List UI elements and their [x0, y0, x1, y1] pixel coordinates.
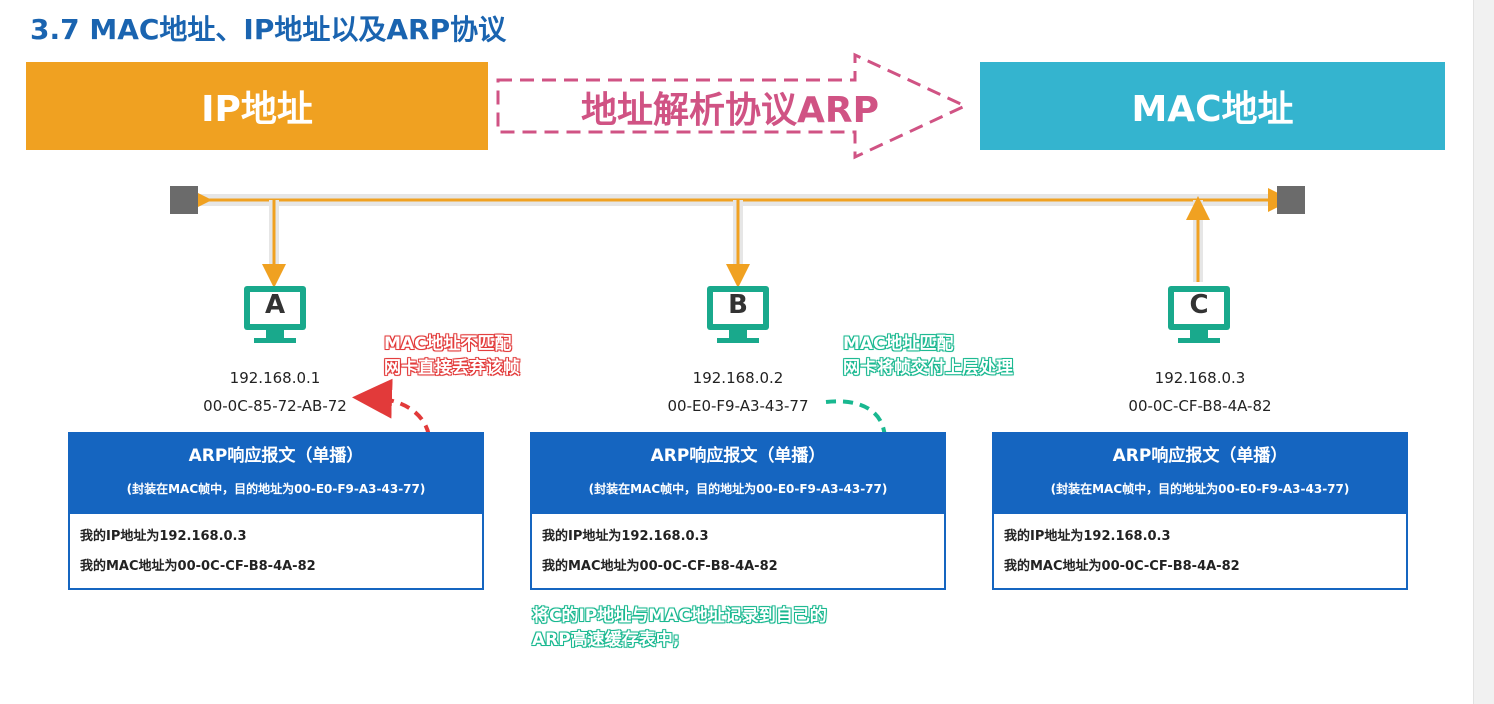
- arp-reply-packet-a: ARP响应报文（单播） (封装在MAC帧中，目的地址为00-E0-F9-A3-4…: [68, 432, 484, 590]
- packet-subtitle: (封装在MAC帧中，目的地址为00-E0-F9-A3-43-77): [126, 482, 426, 496]
- arp-protocol-label: 地址解析协议ARP: [581, 90, 879, 131]
- packet-mac-line: 我的MAC地址为00-0C-CF-B8-4A-82: [542, 559, 778, 574]
- host-c-ip: 192.168.0.3: [1154, 369, 1246, 387]
- packet-title: ARP响应报文（单播）: [650, 446, 826, 466]
- host-letter-c: C: [1189, 290, 1209, 320]
- host-c-mac: 00-0C-CF-B8-4A-82: [1128, 397, 1272, 415]
- mismatch-note-line1: MAC地址不匹配: [384, 334, 512, 354]
- ip-address-band: IP地址: [26, 62, 488, 150]
- host-a-mac: 00-0C-85-72-AB-72: [203, 397, 347, 415]
- packet-ip-line: 我的IP地址为192.168.0.3: [80, 529, 247, 544]
- host-a-ip: 192.168.0.1: [229, 369, 321, 387]
- scrollbar-track[interactable]: [1473, 0, 1494, 704]
- mac-address-label: MAC地址: [1131, 89, 1294, 130]
- packet-subtitle: (封装在MAC帧中，目的地址为00-E0-F9-A3-43-77): [1050, 482, 1350, 496]
- monitor-icon-c: [1168, 286, 1230, 343]
- packet-body: 我的IP地址为192.168.0.3 我的MAC地址为00-0C-CF-B8-4…: [994, 514, 1406, 590]
- packet-mac-line: 我的MAC地址为00-0C-CF-B8-4A-82: [1004, 559, 1240, 574]
- arp-reply-packet-c: ARP响应报文（单播） (封装在MAC帧中，目的地址为00-E0-F9-A3-4…: [992, 432, 1408, 590]
- arp-reply-packet-b: ARP响应报文（单播） (封装在MAC帧中，目的地址为00-E0-F9-A3-4…: [530, 432, 946, 590]
- page-title: 3.7 MAC地址、IP地址以及ARP协议: [30, 13, 507, 46]
- mismatch-note-line2: 网卡直接丢弃该帧: [384, 358, 520, 378]
- mismatch-note: MAC地址不匹配 网卡直接丢弃该帧: [384, 332, 520, 380]
- cache-record-note-line1: 将C的IP地址与MAC地址记录到自己的: [532, 606, 827, 626]
- packet-header: ARP响应报文（单播） (封装在MAC帧中，目的地址为00-E0-F9-A3-4…: [532, 434, 944, 514]
- packet-title: ARP响应报文（单播）: [1112, 446, 1288, 466]
- cache-record-note-line2: ARP高速缓存表中;: [532, 630, 680, 650]
- packet-body: 我的IP地址为192.168.0.3 我的MAC地址为00-0C-CF-B8-4…: [70, 514, 482, 590]
- host-b-ip: 192.168.0.2: [692, 369, 784, 387]
- packet-header: ARP响应报文（单播） (封装在MAC帧中，目的地址为00-E0-F9-A3-4…: [70, 434, 482, 514]
- host-letter-a: A: [264, 290, 286, 320]
- bus-terminator-right: [1277, 186, 1305, 214]
- packet-header: ARP响应报文（单播） (封装在MAC帧中，目的地址为00-E0-F9-A3-4…: [994, 434, 1406, 514]
- mac-address-band: MAC地址: [980, 62, 1445, 150]
- match-note-line1: MAC地址匹配: [843, 334, 954, 354]
- arp-dashed-arrow: [496, 52, 969, 160]
- host-letter-b: B: [728, 290, 748, 320]
- packet-title: ARP响应报文（单播）: [188, 446, 364, 466]
- monitor-icon-a: [244, 286, 306, 343]
- packet-ip-line: 我的IP地址为192.168.0.3: [1004, 529, 1171, 544]
- match-note: MAC地址匹配 网卡将帧交付上层处理: [843, 332, 1013, 380]
- packet-subtitle: (封装在MAC帧中，目的地址为00-E0-F9-A3-43-77): [588, 482, 888, 496]
- monitor-icon-b: [707, 286, 769, 343]
- bus-terminator-left: [170, 186, 198, 214]
- host-b-mac: 00-E0-F9-A3-43-77: [667, 397, 809, 415]
- mismatch-curve-arrow: [352, 378, 432, 480]
- ip-address-label: IP地址: [201, 89, 313, 130]
- match-note-line2: 网卡将帧交付上层处理: [843, 358, 1013, 378]
- packet-mac-line: 我的MAC地址为00-0C-CF-B8-4A-82: [80, 559, 316, 574]
- cache-record-note: 将C的IP地址与MAC地址记录到自己的 ARP高速缓存表中;: [532, 604, 827, 652]
- packet-body: 我的IP地址为192.168.0.3 我的MAC地址为00-0C-CF-B8-4…: [532, 514, 944, 590]
- packet-ip-line: 我的IP地址为192.168.0.3: [542, 529, 709, 544]
